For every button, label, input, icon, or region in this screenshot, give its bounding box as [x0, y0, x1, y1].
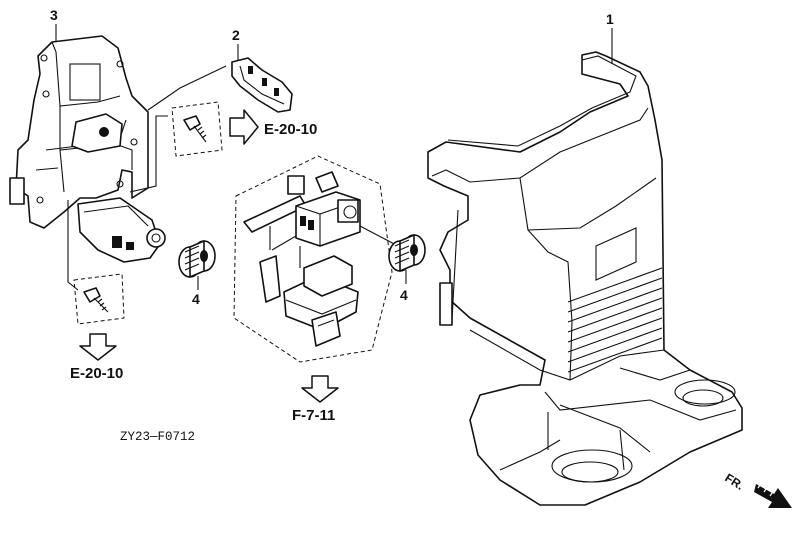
- screw-icon: [183, 115, 207, 143]
- part-2-clip[interactable]: [231, 57, 293, 113]
- screw-group-lower-left[interactable]: [73, 273, 125, 325]
- ref-upper[interactable]: E-20-10: [264, 121, 317, 138]
- leader-bracket-to-clip: [147, 65, 227, 111]
- ref-center[interactable]: F-7-11: [292, 407, 335, 424]
- leader-bracket-to-screw: [129, 115, 168, 193]
- sub-assembly-ref-f-7-11[interactable]: [233, 155, 393, 363]
- arrow-right-icon: [754, 481, 792, 508]
- front-label: FR.: [722, 471, 746, 493]
- front-direction-indicator: FR.: [722, 471, 792, 508]
- leader-bracket-to-lower-screw: [67, 200, 79, 291]
- part-4-grommet-left[interactable]: [178, 240, 216, 278]
- callout-part-3[interactable]: 3: [50, 7, 58, 23]
- ref-lower-left[interactable]: E-20-10: [70, 365, 123, 382]
- part-1-cover[interactable]: [427, 51, 743, 506]
- callout-part-4-right[interactable]: 4: [400, 287, 408, 303]
- part-3-bracket[interactable]: [9, 35, 166, 263]
- reference-arrow-upper: [229, 109, 259, 145]
- callout-part-1[interactable]: 1: [606, 11, 614, 27]
- diagram-code: ZY23—F0712: [120, 430, 195, 444]
- screw-icon: [83, 287, 109, 313]
- part-4-grommet-right[interactable]: [388, 234, 426, 272]
- reference-arrow-lower-left: [79, 333, 117, 361]
- callout-part-2[interactable]: 2: [232, 27, 240, 43]
- leader-subassembly-to-grommet: [359, 225, 399, 247]
- callout-part-4-left[interactable]: 4: [192, 291, 200, 307]
- screw-group-upper[interactable]: [171, 101, 223, 157]
- reference-arrow-center: [301, 375, 339, 403]
